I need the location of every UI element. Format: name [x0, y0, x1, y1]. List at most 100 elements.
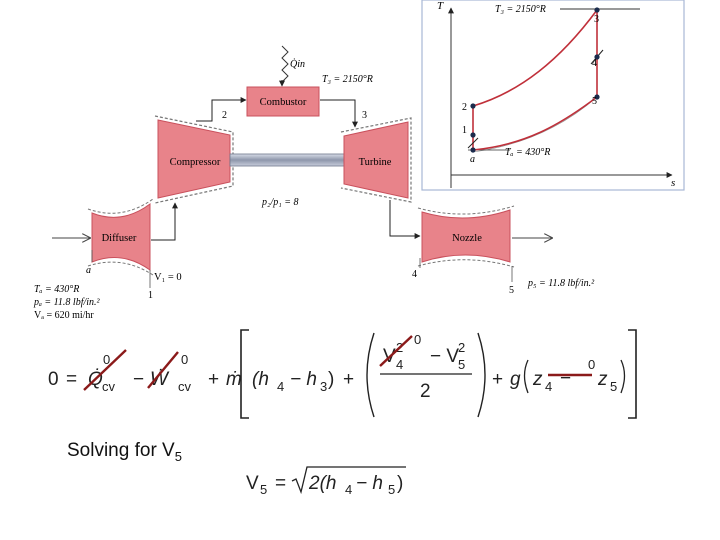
eq-m: ṁ — [226, 369, 242, 390]
turbine-to-nozzle-pipe — [389, 200, 421, 239]
eq-equals: = — [66, 369, 77, 390]
heat-input-arrow — [281, 45, 289, 83]
p5-label: p₅ = 11.8 lbf/in.² — [527, 278, 595, 289]
strike-v4 — [379, 335, 413, 367]
state-label-2: 2 — [462, 102, 467, 113]
sol-radicand: 2(h — [308, 473, 336, 494]
paren-left — [366, 332, 375, 418]
qin-label: Q̇in — [290, 58, 305, 70]
eq-cv1: cv — [102, 379, 116, 394]
eq-v5-sub: 5 — [458, 357, 465, 372]
s-axis-label: s — [671, 177, 675, 189]
state-3-label: 3 — [362, 110, 367, 121]
combustor-t3-label: T₃ = 2150°R — [322, 74, 373, 85]
state-label-4: 4 — [592, 58, 597, 69]
big-bracket-right — [628, 329, 637, 419]
state-label-3: 3 — [594, 14, 599, 25]
eq-w: Ẇ — [150, 369, 170, 390]
eq-v4-sub: 4 — [396, 357, 403, 372]
paren-right — [477, 332, 486, 418]
solution-equation: V 5 = 2(h 4 − h 5 ) — [246, 466, 406, 497]
diffuser-body — [91, 203, 151, 271]
state-label-5: 5 — [592, 96, 597, 107]
compressor-body — [157, 119, 231, 199]
state-label-1: 1 — [462, 125, 467, 136]
sol-h4-sub: 4 — [345, 482, 352, 497]
state-label-a: a — [470, 154, 475, 165]
ta-label: Tₐ = 430°R — [505, 147, 550, 158]
inlet-ta-label: Tₐ = 430°R — [34, 284, 79, 295]
state-1-label: 1 — [148, 290, 153, 301]
eq-zero-1: 0 — [103, 352, 110, 367]
inlet-va-label: Vₐ = 620 mi/hr — [34, 310, 94, 321]
turbine-casing — [340, 117, 412, 203]
eq-lhs: 0 — [48, 369, 59, 390]
eq-z4: z — [532, 369, 543, 390]
state-point-a — [470, 147, 476, 153]
sol-minus-h5: − h — [356, 473, 383, 494]
compressor-label: Compressor — [170, 157, 221, 168]
nozzle-casing-bottom — [417, 259, 515, 268]
eq-h4: (h — [252, 369, 269, 390]
process-5-a — [472, 96, 598, 151]
diffuser-label: Diffuser — [102, 233, 137, 244]
eq-cv2: cv — [178, 379, 192, 394]
energy-equation: 0 = Q̇ cv 0 − Ẇ cv 0 + ṁ (h 4 − h 3 ) + … — [48, 329, 637, 419]
eq-denominator: 2 — [420, 381, 431, 402]
eq-zero-2: 0 — [181, 352, 188, 367]
nozzle-body — [421, 209, 511, 263]
diffuser-casing-bottom — [87, 261, 154, 276]
process-2-3 — [472, 9, 598, 107]
eq-z4-sub: 4 — [545, 379, 552, 394]
ts-diagram-frame — [421, 0, 685, 191]
pipe-2 — [196, 97, 247, 122]
eq-h3-sub: 3 — [320, 379, 327, 394]
state-4-label: 4 — [412, 269, 417, 280]
state-point-1 — [470, 132, 476, 138]
sol-close: ) — [397, 473, 403, 494]
inlet-pa-label: pₐ = 11.8 lbf/in.² — [33, 297, 101, 308]
caption-sub: 5 — [174, 448, 182, 464]
state-2-label: 2 — [222, 110, 227, 121]
tick-mark-a1 — [467, 137, 479, 149]
strike-q — [83, 349, 127, 391]
strike-w — [147, 351, 179, 389]
eq-v5-sq: 2 — [458, 340, 465, 355]
eq-g: g — [510, 369, 521, 390]
pressure-ratio-label: p₂/p₁ = 8 — [261, 197, 298, 208]
eq-plus-3: + — [492, 369, 503, 390]
g-paren-right — [620, 359, 626, 394]
nozzle-casing-top — [417, 205, 515, 215]
state-point-5 — [594, 94, 600, 100]
sol-h5-sub: 5 — [388, 482, 395, 497]
eq-close-paren: ) — [328, 369, 334, 390]
caption-text: Solving for V — [67, 440, 175, 461]
pipe-3 — [320, 99, 358, 128]
nozzle-label: Nozzle — [452, 233, 482, 244]
t3-label: T₃ = 2150°R — [495, 4, 546, 15]
v1-label: V₁ = 0 — [154, 272, 182, 283]
eq-plus-1: + — [208, 369, 219, 390]
diffuser-to-compressor-pipe — [151, 202, 178, 241]
turbine-label: Turbine — [359, 157, 392, 168]
eq-zero-4: 0 — [588, 357, 595, 372]
eq-minus-h3: − h — [290, 369, 317, 390]
schematic: Q̇in Combustor T₃ = 2150°R 2 3 Compresso… — [33, 45, 595, 321]
state-point-3 — [594, 7, 600, 13]
combustor-box — [246, 86, 320, 117]
eq-z5: z — [597, 369, 608, 390]
diffuser-casing-top — [87, 198, 154, 214]
state-5-label: 5 — [509, 285, 514, 296]
big-bracket-left — [240, 329, 249, 419]
caption: Solving for V5 — [67, 440, 182, 464]
eq-h4-sub: 4 — [277, 379, 284, 394]
eq-minus-z: − — [560, 368, 571, 389]
sol-equals: = — [275, 473, 286, 494]
eq-plus-2: + — [343, 369, 354, 390]
eq-z5-sub: 5 — [610, 379, 617, 394]
g-paren-left — [523, 359, 529, 394]
state-a-label: a — [86, 265, 91, 276]
state-point-2 — [470, 103, 476, 109]
sqrt-sign — [291, 466, 406, 495]
